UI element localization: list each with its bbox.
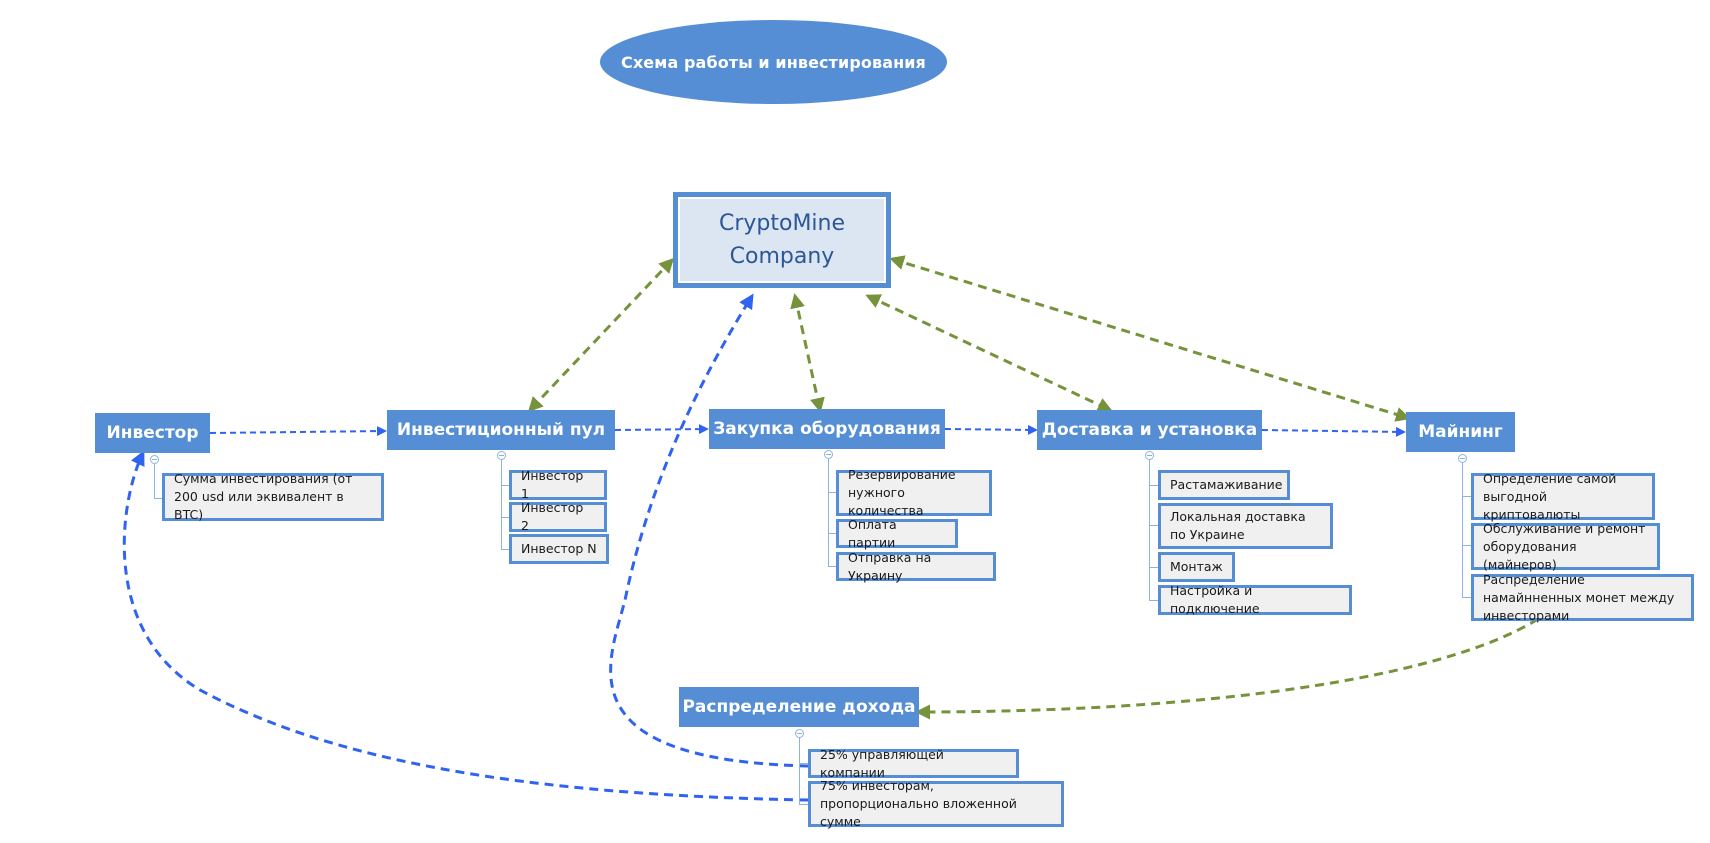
flow-arrow-pool-to-purchase (614, 424, 709, 435)
company-name-line1: CryptoMine (718, 211, 846, 236)
mining-child-item[interactable]: Обслуживание и ремонт оборудования (майн… (1471, 521, 1660, 572)
pool-child-item[interactable]: Инвестор N (509, 534, 609, 564)
delivery-child-label: Монтаж (1170, 559, 1223, 574)
tree-line (828, 533, 837, 534)
relation-arrow-center-purchase (790, 293, 825, 413)
diagram-title[interactable]: Схема работы и инвестирования (600, 20, 947, 104)
node-investor-label: Инвестор (106, 423, 199, 443)
mining-child-label: Распределение намайнненных монет между и… (1483, 571, 1675, 623)
delivery-child-label: Растамаживание (1170, 477, 1283, 492)
purchase-child-item[interactable]: Оплата партии (836, 517, 958, 550)
mining-child-label: Обслуживание и ремонт оборудования (майн… (1483, 520, 1646, 572)
delivery-child-item[interactable]: Растамаживание (1158, 470, 1290, 500)
tree-line (799, 804, 809, 805)
delivery-child-item[interactable]: Монтаж (1158, 552, 1235, 582)
relation-arrow-center-mining (889, 255, 1411, 422)
company-name-line2: Company (729, 244, 835, 269)
tree-line (1149, 460, 1150, 600)
tree-line (501, 460, 502, 549)
mining-child-label: Определение самой выгодной криптовалюты (1483, 470, 1617, 522)
delivery-child-label: Локальная доставка по Украине (1170, 509, 1306, 542)
investor-child-item[interactable]: Сумма инвестирования (от 200 usd или экв… (162, 471, 384, 522)
tree-line (1462, 463, 1463, 597)
pool-child-label: Инвестор 1 (521, 468, 584, 501)
company-node[interactable]: CryptoMine Company (673, 192, 891, 288)
collapse-icon[interactable] (1145, 451, 1154, 460)
tree-line (501, 549, 510, 550)
income-child-item[interactable]: 75% инвесторам, пропорционально вложенно… (808, 778, 1064, 829)
node-income-distribution[interactable]: Распределение дохода (679, 687, 919, 727)
tree-line (799, 763, 809, 764)
node-pool-label: Инвестиционный пул (396, 420, 606, 440)
purchase-child-label: Оплата партии (848, 516, 897, 550)
tree-line (1149, 485, 1159, 486)
income-child-label: 75% инвесторам, пропорционально вложенно… (820, 778, 1017, 829)
node-delivery-installation[interactable]: Доставка и установка (1037, 410, 1262, 450)
tree-line (501, 485, 510, 486)
investor-child-label: Сумма инвестирования (от 200 usd или экв… (174, 471, 353, 522)
delivery-child-label: Настройка и подключение (1170, 583, 1260, 616)
tree-line (828, 492, 837, 493)
purchase-child-item[interactable]: Отправка на Украину (836, 550, 996, 583)
mining-child-item[interactable]: Определение самой выгодной криптовалюты (1471, 471, 1655, 522)
tree-line (799, 738, 800, 804)
node-delivery-label: Доставка и установка (1041, 420, 1258, 440)
tree-line (1149, 525, 1159, 526)
node-investor[interactable]: Инвестор (95, 413, 210, 453)
tree-line (1149, 600, 1159, 601)
relation-arrow-center-pool (527, 257, 675, 413)
tree-line (501, 517, 510, 518)
collapse-icon[interactable] (497, 451, 506, 460)
tree-line (154, 498, 164, 499)
node-purchase-label: Закупка оборудования (713, 419, 941, 439)
collapse-icon[interactable] (795, 729, 804, 738)
mining-child-item[interactable]: Распределение намайнненных монет между и… (1471, 572, 1694, 623)
income-child-item[interactable]: 25% управляющей компании (808, 747, 1019, 780)
node-equipment-purchase[interactable]: Закупка оборудования (709, 409, 945, 449)
pool-child-label: Инвестор N (521, 541, 597, 556)
income-child-label: 25% управляющей компании (820, 746, 944, 780)
flow-arrow-investor-to-pool (209, 426, 387, 437)
purchase-child-item[interactable]: Резервирование нужного количества (836, 467, 992, 518)
tree-line (1462, 496, 1472, 497)
collapse-icon[interactable] (1458, 454, 1467, 463)
node-investment-pool[interactable]: Инвестиционный пул (387, 410, 615, 450)
pool-child-item[interactable]: Инвестор 2 (509, 500, 607, 533)
node-mining-label: Майнинг (1418, 422, 1503, 442)
purchase-child-label: Отправка на Украину (848, 549, 932, 583)
tree-line (828, 459, 829, 566)
pool-child-label: Инвестор 2 (521, 500, 584, 533)
tree-line (1462, 545, 1472, 546)
relation-arrow-mining-to-income (915, 617, 1539, 720)
tree-line (1462, 597, 1472, 598)
node-mining[interactable]: Майнинг (1406, 412, 1515, 452)
delivery-child-item[interactable]: Локальная доставка по Украине (1158, 503, 1333, 549)
tree-line (1149, 567, 1159, 568)
node-income-label: Распределение дохода (682, 697, 916, 717)
flow-arrow-purchase-to-delivery (944, 424, 1038, 435)
relation-arrow-center-delivery (865, 294, 1113, 412)
tree-line (154, 464, 155, 499)
flow-arrow-delivery-to-mining (1261, 426, 1406, 437)
delivery-child-item[interactable]: Настройка и подключение (1158, 583, 1352, 616)
pool-child-item[interactable]: Инвестор 1 (509, 468, 607, 501)
purchase-child-label: Резервирование нужного количества (848, 467, 956, 518)
collapse-icon[interactable] (824, 450, 833, 459)
tree-line (828, 566, 837, 567)
collapse-icon[interactable] (150, 455, 159, 464)
